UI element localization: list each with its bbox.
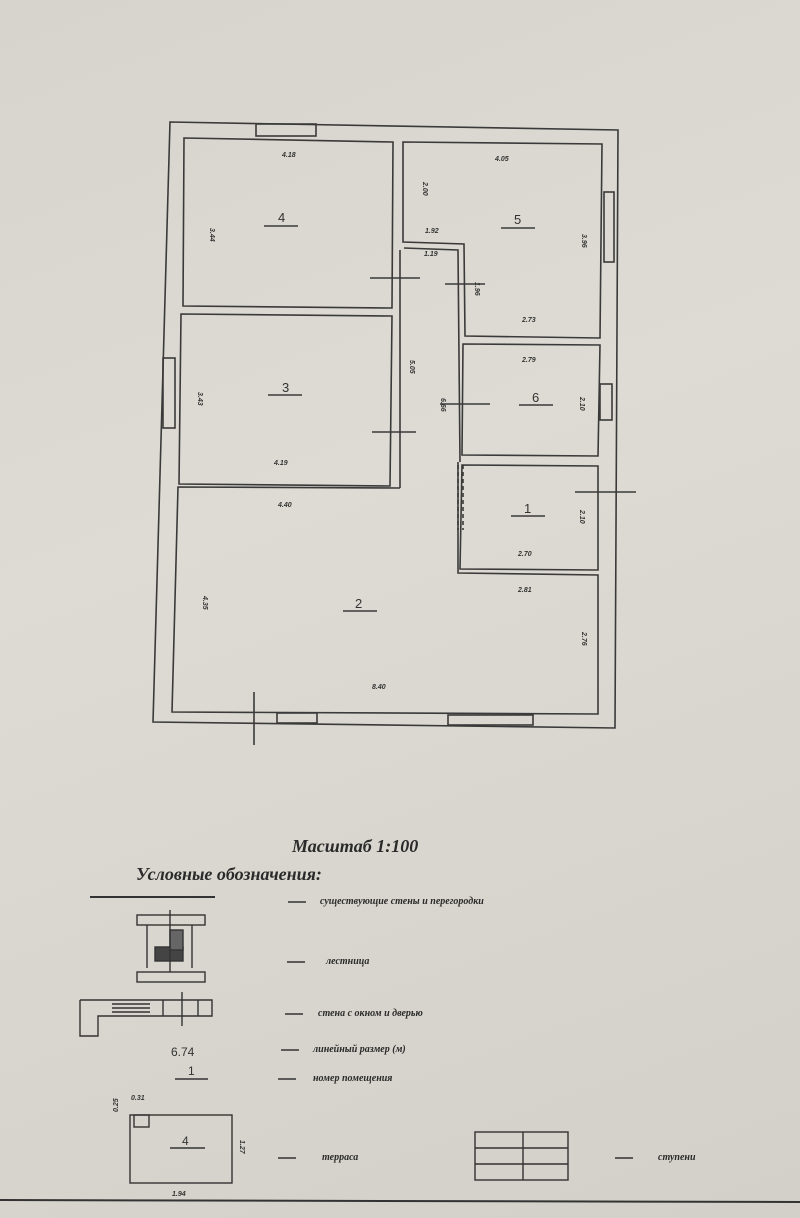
dimension: 1.96 [473,282,480,296]
stair-symbol [136,910,206,983]
legend-label: ступени [658,1152,696,1163]
room-4-outline [182,137,394,309]
room-3-outline [178,313,393,487]
legend-label: стена с окном и дверью [318,1008,423,1019]
room-number: 3 [282,380,289,395]
dimension: 2.81 [517,587,532,594]
legend-title: Условные обозначения: [136,864,322,884]
terrace-symbol [129,1114,233,1184]
room-number: 2 [355,596,362,611]
legend-dimension-sample: 6.74 [171,1045,195,1059]
window [603,191,615,263]
dimension: 2.76 [580,631,587,646]
dimension: 2.00 [421,181,428,196]
window [255,123,317,137]
dimension: 4.05 [494,156,509,163]
dimension: 1.19 [424,251,438,258]
legend-label: линейный размер (м) [313,1044,406,1055]
dimension: 3.44 [208,228,215,242]
steps-symbol [474,1131,569,1181]
dimension: 4.19 [273,460,288,467]
window [276,712,318,724]
terrace-number: 4 [182,1134,189,1148]
room-number: 5 [514,212,521,227]
room-5-outline [402,141,603,339]
legend-label: существующие стены и перегородки [320,896,484,907]
dimension: 4.40 [277,502,292,509]
terrace-dim: 0.25 [113,1098,120,1112]
dimension: 5.05 [408,360,415,374]
room-2-outline [171,462,599,715]
dimension: 2.10 [578,509,585,524]
dimension: 2.10 [578,396,585,411]
dimension: 6.66 [439,398,446,412]
window [447,714,534,726]
terrace-dim: 1.94 [172,1191,186,1198]
dimension: 2.73 [521,317,536,324]
dimension: 4.35 [201,595,208,610]
legend-label: лестница [326,956,370,967]
terrace-dim: 1.27 [238,1140,245,1155]
wall-with-window-door-symbol [79,992,213,1037]
terrace-dim: 0.31 [131,1095,145,1102]
dimension: 2.79 [521,357,536,364]
window [162,357,176,429]
dimension: 1.92 [425,228,439,235]
dimension: 3.43 [196,392,203,406]
dimension: 8.40 [372,684,386,691]
legend-label: терраса [322,1152,359,1163]
dimension: 2.70 [517,551,532,558]
room-number: 6 [532,390,539,405]
dimension: 4.18 [281,152,296,159]
corridor-wall [403,247,461,463]
scale-label: Масштаб 1:100 [292,836,419,856]
outer-wall [152,121,619,729]
window [599,383,613,421]
room-number: 4 [278,210,285,225]
room-number: 1 [524,501,531,516]
legend-label: номер помещения [313,1073,393,1084]
room-1-outline [459,464,599,571]
dimension: 3.96 [580,234,587,248]
legend-room-number-sample: 1 [188,1064,195,1078]
room-6-outline [461,343,601,457]
